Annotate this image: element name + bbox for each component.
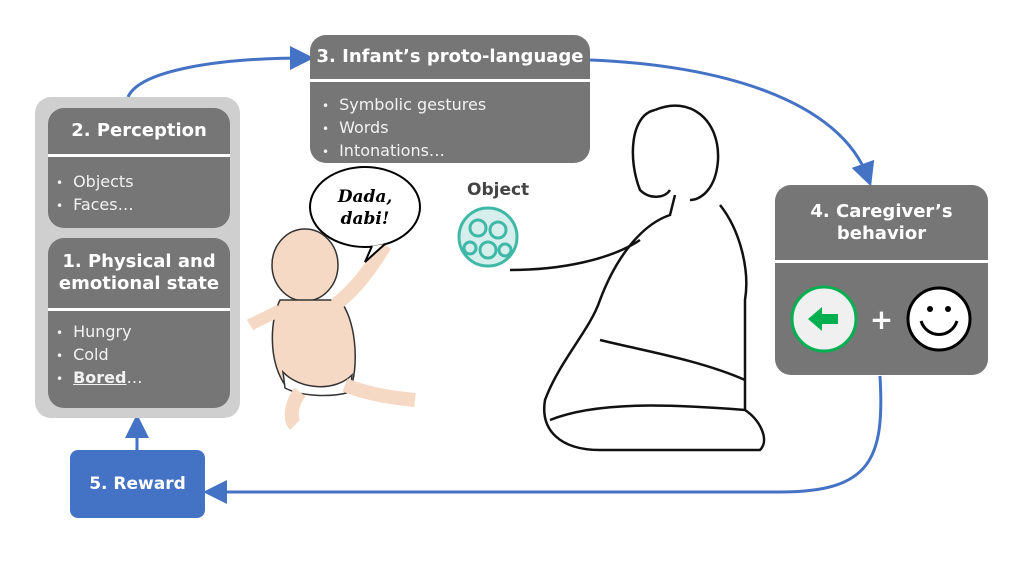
ball-object-icon — [457, 206, 519, 268]
list-item: Symbolic gestures — [322, 94, 590, 117]
green-arrow-icon — [790, 285, 858, 353]
plus-sign: + — [869, 302, 894, 336]
speech-line: dabi! — [340, 209, 390, 229]
list-item: Faces… — [56, 194, 230, 217]
speech-bubble — [309, 166, 421, 263]
state-title: 1. Physical and emotional state — [48, 238, 230, 311]
perception-title: 2. Perception — [48, 108, 230, 157]
list-item: Words — [322, 117, 590, 140]
smiley-face-icon — [906, 286, 972, 352]
protolanguage-list: Symbolic gestures Words Intonations… — [310, 82, 590, 163]
state-list: Hungry Cold Bored… — [48, 311, 230, 390]
state-box: 1. Physical and emotional state Hungry C… — [48, 238, 230, 408]
ellipsis: … — [126, 368, 143, 387]
list-item: Objects — [56, 171, 230, 194]
caregiver-box: 4. Caregiver’s behavior + — [775, 185, 988, 375]
perception-list: Objects Faces… — [48, 157, 230, 217]
speech-text: Dada, dabi! — [318, 186, 412, 230]
protolanguage-box: 3. Infant’s proto-language Symbolic gest… — [310, 35, 590, 163]
perception-box: 2. Perception Objects Faces… — [48, 108, 230, 228]
object-label: Object — [467, 180, 530, 200]
infant-illustration — [246, 228, 416, 430]
list-item: Cold — [56, 344, 230, 367]
list-item: Intonations… — [322, 140, 590, 163]
caregiver-illustration — [509, 104, 766, 452]
arrow-perception-to-language — [126, 46, 314, 98]
list-item: Hungry — [56, 321, 230, 344]
arrow-language-to-caregiver — [589, 58, 875, 187]
arrow-caregiver-to-reward — [203, 375, 883, 504]
list-item: Bored… — [56, 367, 230, 390]
bold-item: Bored — [73, 368, 127, 387]
reward-box: 5. Reward — [70, 450, 205, 518]
protolanguage-title: 3. Infant’s proto-language — [310, 35, 590, 82]
caregiver-title: 4. Caregiver’s behavior — [775, 185, 988, 263]
speech-line: Dada, — [337, 187, 393, 207]
